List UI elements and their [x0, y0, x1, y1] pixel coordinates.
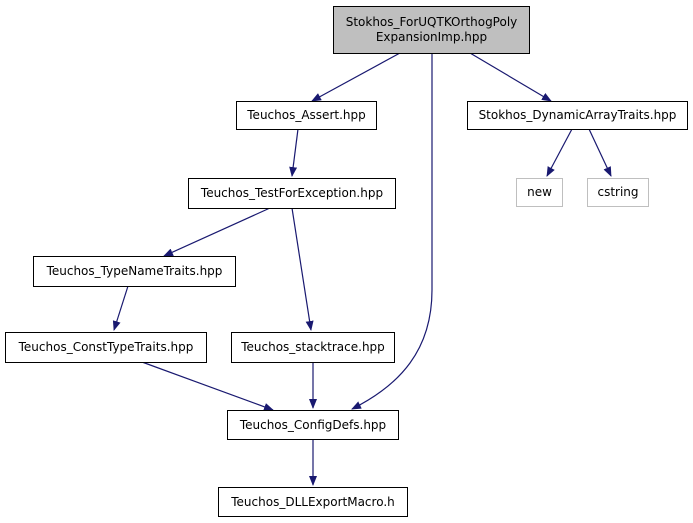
- node-label: Teuchos_ConstTypeTraits.hpp: [18, 340, 194, 354]
- node-stokhos-dynamic-array-traits[interactable]: Stokhos_DynamicArrayTraits.hpp: [467, 101, 688, 130]
- node-label: Teuchos_Assert.hpp: [247, 108, 366, 122]
- node-stokhos-for-uqtk-orthog-poly-expansion-imp: Stokhos_ForUQTKOrthogPoly ExpansionImp.h…: [333, 6, 530, 54]
- edge-dynamic-array-traits-to-cstring: [588, 128, 612, 177]
- node-teuchos-config-defs[interactable]: Teuchos_ConfigDefs.hpp: [227, 410, 399, 440]
- node-label: new: [527, 185, 552, 199]
- edge-root-to-teuchos-assert: [311, 52, 401, 102]
- node-label: Teuchos_ConfigDefs.hpp: [239, 417, 387, 432]
- edge-const-type-traits-to-config-defs: [141, 361, 274, 411]
- node-label: Teuchos_TypeNameTraits.hpp: [46, 264, 223, 278]
- edge-root-to-config-defs: [351, 52, 433, 410]
- node-label-line-2: ExpansionImp.hpp: [375, 30, 488, 44]
- edge-type-name-traits-to-const-type-traits: [112, 285, 129, 331]
- node-label: Teuchos_stacktrace.hpp: [241, 340, 385, 354]
- node-teuchos-type-name-traits[interactable]: Teuchos_TypeNameTraits.hpp: [33, 256, 236, 287]
- node-label: cstring: [597, 185, 639, 199]
- edge-root-to-dynamic-array-traits: [469, 52, 552, 102]
- edge-test-for-exception-to-stacktrace: [291, 207, 314, 331]
- node-label: Teuchos_TestForException.hpp: [200, 186, 384, 200]
- edge-dynamic-array-traits-to-new: [546, 128, 573, 177]
- node-label-line-1: Stokhos_ForUQTKOrthogPoly: [345, 15, 518, 29]
- node-new: new: [516, 178, 563, 207]
- node-teuchos-dll-export-macro[interactable]: Teuchos_DLLExportMacro.h: [218, 487, 408, 517]
- node-label: Stokhos_DynamicArrayTraits.hpp: [478, 108, 677, 122]
- edge-assert-to-test-for-exception: [289, 128, 299, 177]
- node-teuchos-test-for-exception[interactable]: Teuchos_TestForException.hpp: [188, 178, 396, 209]
- node-label: Teuchos_DLLExportMacro.h: [231, 494, 395, 509]
- edge-test-for-exception-to-type-name-traits: [163, 207, 271, 257]
- node-teuchos-const-type-traits[interactable]: Teuchos_ConstTypeTraits.hpp: [5, 332, 207, 363]
- node-teuchos-stacktrace[interactable]: Teuchos_stacktrace.hpp: [231, 332, 395, 363]
- node-teuchos-assert[interactable]: Teuchos_Assert.hpp: [236, 101, 377, 130]
- node-cstring: cstring: [587, 178, 649, 207]
